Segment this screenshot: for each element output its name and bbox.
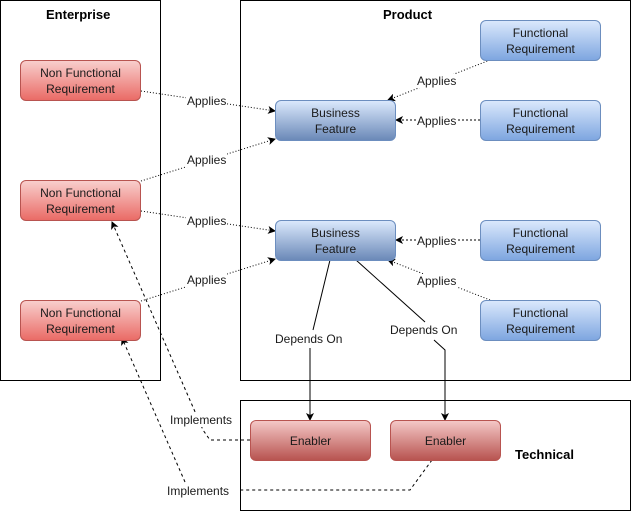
enabler-node-2[interactable]: Enabler bbox=[390, 420, 501, 461]
enabler-node-1[interactable]: Enabler bbox=[250, 420, 371, 461]
functional-requirement-node-4[interactable]: Functional Requirement bbox=[480, 300, 601, 341]
technical-title: Technical bbox=[515, 447, 575, 462]
label-applies-fr2-bf1: Applies bbox=[416, 114, 458, 128]
label-applies-nfr2-bf2: Applies bbox=[186, 214, 228, 228]
functional-requirement-node-2[interactable]: Functional Requirement bbox=[480, 100, 601, 141]
label-depends-on-en1: Depends On bbox=[274, 332, 344, 346]
label-applies-fr4-bf2: Applies bbox=[416, 274, 458, 288]
label-applies-nfr3-bf2: Applies bbox=[186, 273, 228, 287]
label-implements-en2: Implements bbox=[166, 484, 231, 498]
label-applies-fr1-bf1: Applies bbox=[416, 74, 458, 88]
label-implements-en1: Implements bbox=[169, 413, 234, 427]
label-depends-on-en2: Depends On bbox=[389, 323, 459, 337]
label-applies-fr3-bf2: Applies bbox=[416, 234, 458, 248]
functional-requirement-node-1[interactable]: Functional Requirement bbox=[480, 20, 601, 61]
non-functional-requirement-node-3[interactable]: Non Functional Requirement bbox=[20, 300, 141, 341]
business-feature-node-2[interactable]: Business Feature bbox=[275, 220, 396, 261]
label-applies-nfr1-bf1: Applies bbox=[186, 94, 228, 108]
non-functional-requirement-node-1[interactable]: Non Functional Requirement bbox=[20, 60, 141, 101]
functional-requirement-node-3[interactable]: Functional Requirement bbox=[480, 220, 601, 261]
business-feature-node-1[interactable]: Business Feature bbox=[275, 100, 396, 141]
product-title: Product bbox=[383, 7, 433, 22]
label-applies-nfr2-bf1: Applies bbox=[186, 153, 228, 167]
enterprise-title: Enterprise bbox=[46, 7, 111, 22]
non-functional-requirement-node-2[interactable]: Non Functional Requirement bbox=[20, 180, 141, 221]
